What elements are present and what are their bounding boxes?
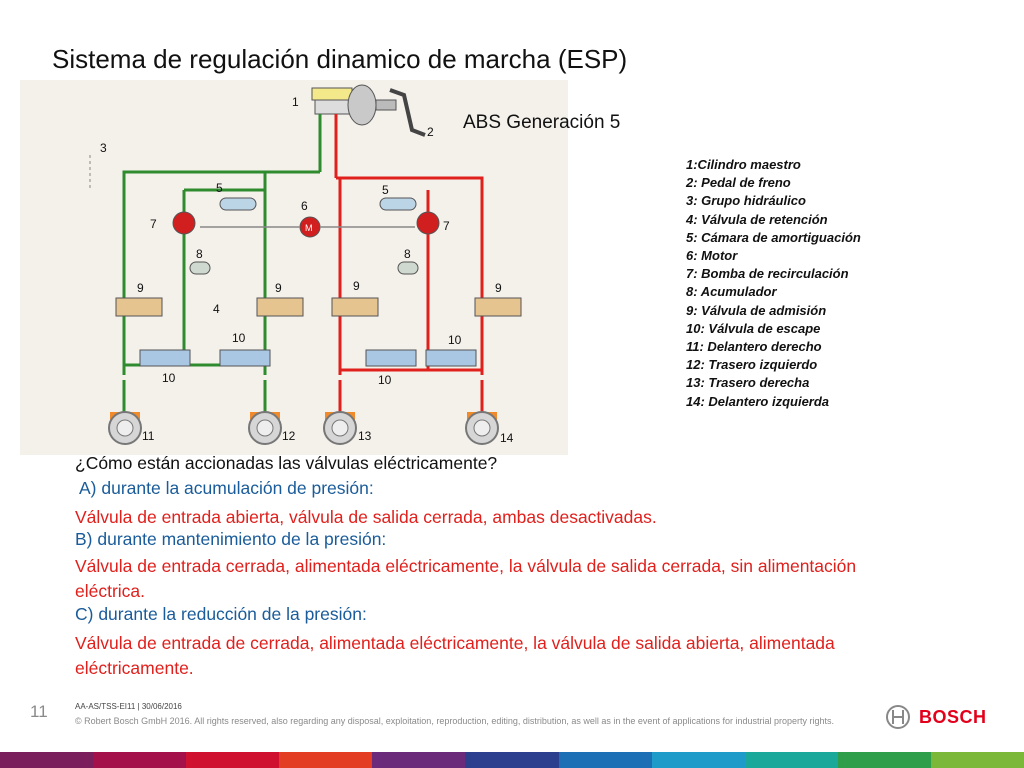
brake-pedal-icon (389, 88, 426, 137)
color-bar-segment (186, 752, 280, 768)
label-10a: 10 (232, 331, 246, 345)
document-id: AA-AS/TSS-EI11 | 30/06/2016 (75, 702, 182, 711)
label-9c: 9 (353, 279, 360, 293)
bosch-armature-icon (886, 705, 910, 729)
legend-item: 10: Válvula de escape (686, 320, 821, 336)
section-a-answer: Válvula de entrada abierta, válvula de s… (75, 507, 657, 527)
legend-item: 3: Grupo hidráulico (686, 193, 806, 209)
label-10b: 10 (162, 371, 176, 385)
diagram-subtitle: ABS Generación 5 (463, 112, 621, 133)
label-8a: 8 (196, 247, 203, 261)
section-c-answer: Válvula de entrada de cerrada, alimentad… (75, 633, 835, 678)
color-bar-segment (465, 752, 559, 768)
legend-item: 9: Válvula de admisión (686, 302, 827, 318)
bosch-logo: BOSCH (885, 704, 987, 730)
color-bar-segment (837, 752, 931, 768)
label-9d: 9 (495, 281, 502, 295)
label-5b: 5 (382, 183, 389, 197)
label-14: 14 (500, 431, 514, 445)
label-10c: 10 (378, 373, 392, 387)
legend-item: 8: Acumulador (686, 284, 777, 300)
page-number: 11 (30, 702, 48, 721)
label-1: 1 (292, 95, 299, 109)
label-10d: 10 (448, 333, 462, 347)
label-12: 12 (282, 429, 296, 443)
legend-item: 2: Pedal de freno (686, 175, 791, 191)
legend: 1:Cilindro maestro 2: Pedal de freno 3: … (686, 156, 866, 411)
wheel-icon (108, 411, 142, 445)
question-text: ¿Cómo están accionadas las válvulas eléc… (75, 453, 498, 473)
page-title: Sistema de regulación dinamico de marcha… (52, 44, 628, 74)
section-c-heading: C) durante la reducción de la presión: (75, 604, 367, 624)
legend-item: 13: Trasero derecha (686, 375, 810, 391)
master-cylinder-icon (311, 84, 397, 126)
section-a-heading: A) durante la acumulación de presión: (79, 478, 374, 498)
color-bar-segment (558, 752, 652, 768)
label-9b: 9 (275, 281, 282, 295)
legend-item: 7: Bomba de recirculación (686, 266, 849, 282)
color-bar-segment (744, 752, 838, 768)
bottom-color-bar (0, 752, 1024, 768)
copyright-notice: © Robert Bosch GmbH 2016. All rights res… (75, 716, 835, 726)
label-2: 2 (427, 125, 434, 139)
color-bar-segment (0, 752, 94, 768)
motor-label: M (305, 223, 313, 233)
label-6: 6 (301, 199, 308, 213)
label-9a: 9 (137, 281, 144, 295)
label-5a: 5 (216, 181, 223, 195)
hydraulic-diagram: 1 2 3 4 5 5 6 7 7 8 8 9 9 9 9 10 10 10 1… (20, 80, 568, 455)
label-3: 3 (100, 141, 107, 155)
color-bar-segment (930, 752, 1024, 768)
color-bar-segment (372, 752, 466, 768)
bosch-logo-text: BOSCH (919, 706, 987, 727)
color-bar-segment (93, 752, 187, 768)
color-bar-segment (279, 752, 373, 768)
label-13: 13 (358, 429, 372, 443)
label-4: 4 (213, 302, 220, 316)
label-11: 11 (142, 429, 155, 443)
section-b-answer: Válvula de entrada cerrada, alimentada e… (75, 556, 857, 601)
label-7a: 7 (150, 217, 157, 231)
label-8b: 8 (404, 247, 411, 261)
legend-item: 14: Delantero izquierda (686, 393, 830, 409)
color-bar-segment (651, 752, 745, 768)
legend-item: 5: Cámara de amortiguación (686, 229, 861, 245)
legend-item: 6: Motor (686, 248, 738, 264)
legend-item: 4: Válvula de retención (686, 211, 828, 227)
section-b-heading: B) durante mantenimiento de la presión: (75, 529, 387, 549)
legend-item: 1:Cilindro maestro (686, 157, 801, 172)
legend-item: 12: Trasero izquierdo (686, 357, 818, 373)
legend-item: 11: Delantero derecho (686, 339, 822, 355)
label-7b: 7 (443, 219, 450, 233)
